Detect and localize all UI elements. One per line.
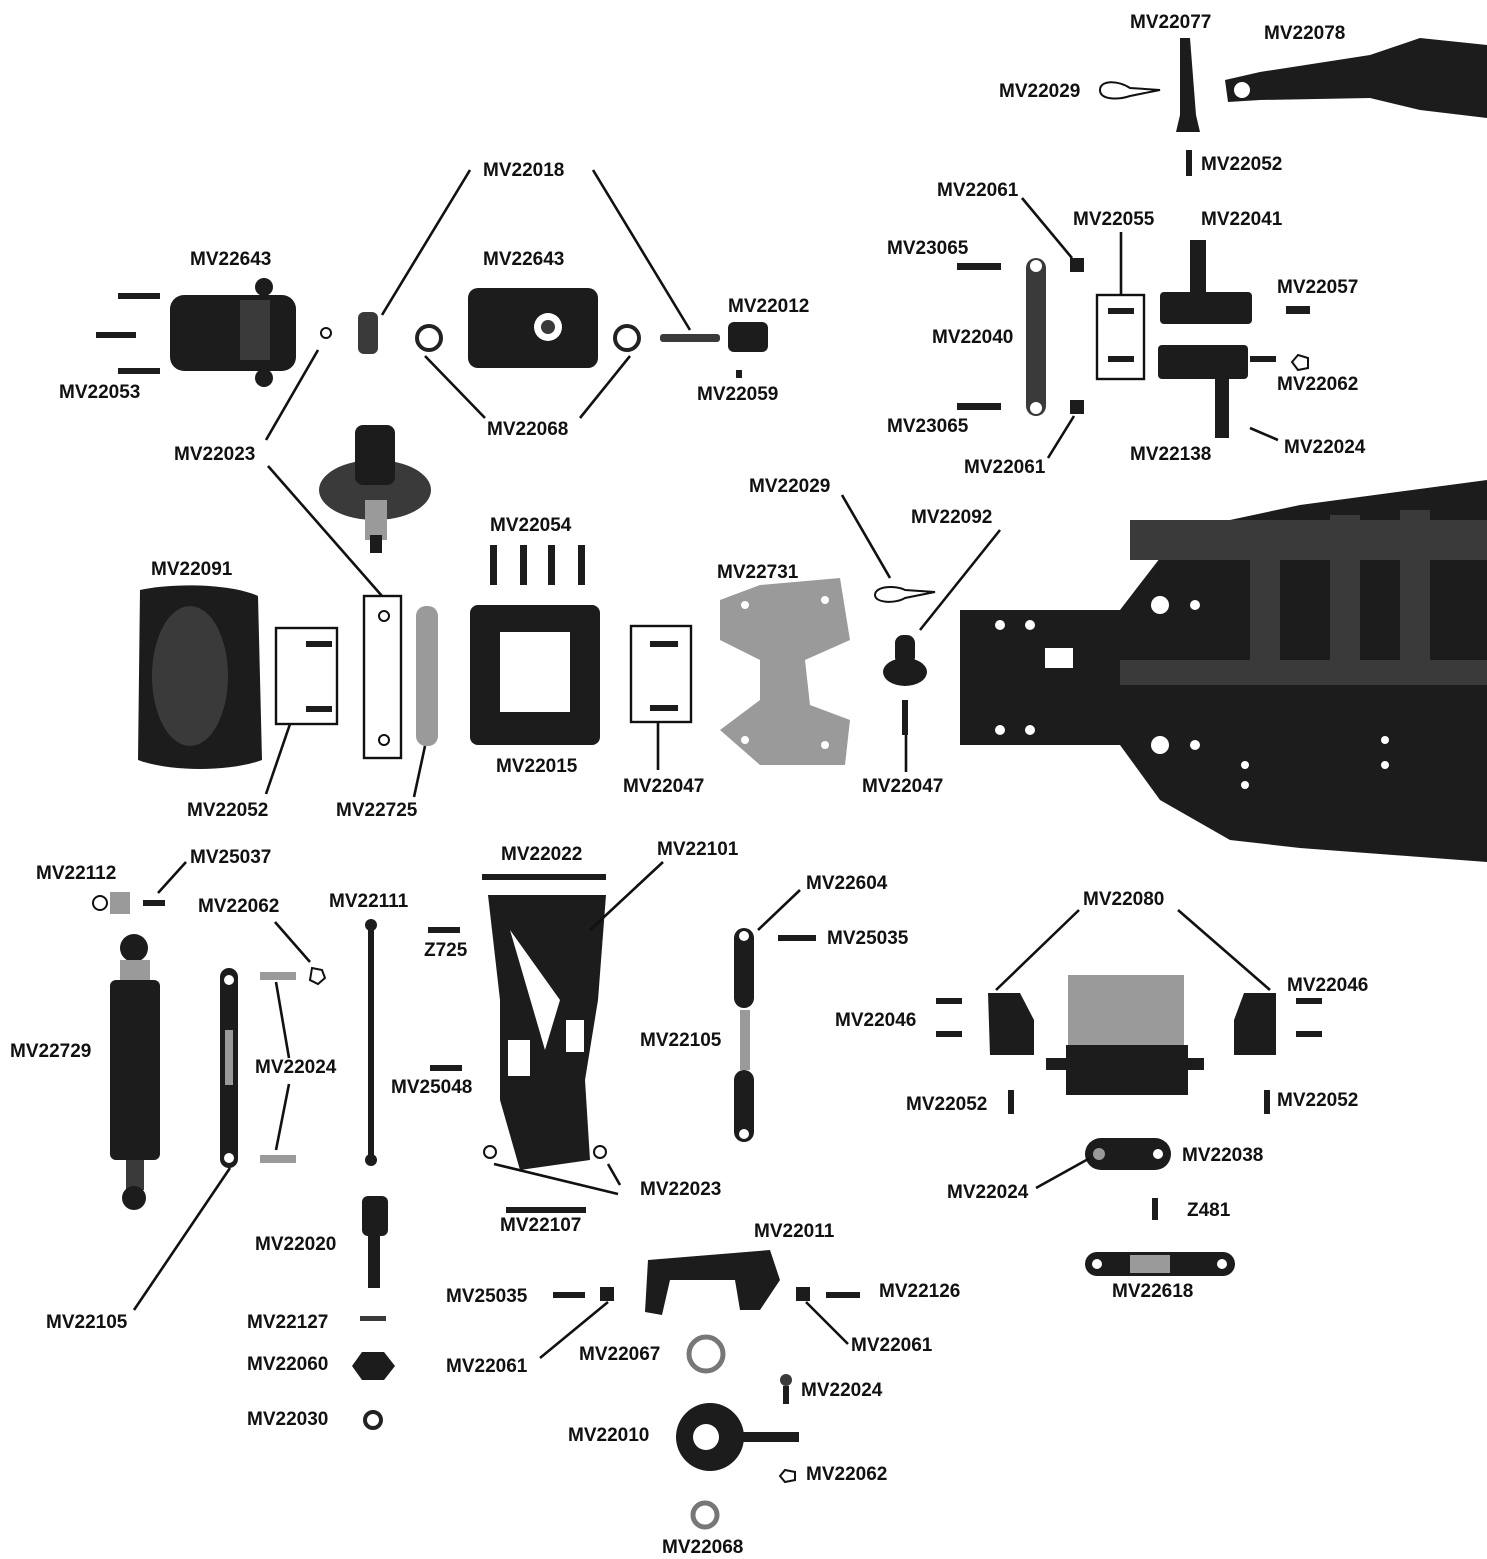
lower-arm-part (428, 874, 607, 1213)
mv22047-box (629, 624, 693, 724)
label-mv22029-top: MV22029 (999, 81, 1080, 102)
label-mv22052-c: MV22052 (906, 1094, 987, 1115)
label-mv22105-a: MV22105 (640, 1030, 722, 1051)
label-mv22038: MV22038 (1182, 1145, 1263, 1166)
label-mv22029-b: MV22029 (749, 476, 830, 497)
label-mv22604: MV22604 (806, 873, 888, 894)
label-mv22077: MV22077 (1130, 12, 1211, 33)
servo-part (936, 975, 1322, 1276)
label-mv22061-a: MV22061 (937, 180, 1019, 201)
label-mv22046-a: MV22046 (1287, 975, 1368, 996)
gearbox-part (96, 278, 768, 387)
label-mv22018: MV22018 (483, 160, 564, 181)
brace-part (1098, 38, 1487, 176)
label-mv22127: MV22127 (247, 1312, 328, 1333)
label-mv22138: MV22138 (1130, 444, 1211, 465)
label-mv22105-b: MV22105 (46, 1312, 128, 1333)
bumper-part (138, 585, 438, 769)
label-mv22731: MV22731 (717, 562, 799, 583)
differential-part (319, 425, 431, 553)
label-mv22015: MV22015 (496, 756, 578, 777)
label-mv22078: MV22078 (1264, 23, 1345, 44)
label-mv25048: MV25048 (391, 1077, 472, 1098)
label-mv22023-a: MV22023 (174, 444, 255, 465)
label-mv22062-b: MV22062 (198, 896, 279, 917)
label-mv22067: MV22067 (579, 1344, 660, 1365)
label-mv22107: MV22107 (500, 1215, 581, 1236)
leader-lines (132, 169, 1279, 1360)
label-mv22057: MV22057 (1277, 277, 1358, 298)
label-mv22068-a: MV22068 (487, 419, 568, 440)
label-mv22061-d: MV22061 (446, 1356, 528, 1377)
label-mv22061-c: MV22061 (851, 1335, 933, 1356)
hub-part (553, 1250, 860, 1530)
label-mv22643-b: MV22643 (483, 249, 564, 270)
label-mv22010: MV22010 (568, 1425, 649, 1446)
label-mv22059: MV22059 (697, 384, 778, 405)
label-mv22080: MV22080 (1083, 889, 1164, 910)
label-mv22022: MV22022 (501, 844, 582, 865)
label-mv22024-b: MV22024 (255, 1057, 337, 1078)
label-mv25035-b: MV25035 (446, 1286, 528, 1307)
steering-part (957, 240, 1310, 438)
label-mv22068-b: MV22068 (662, 1537, 743, 1558)
label-mv22020: MV22020 (255, 1234, 336, 1255)
label-mv22024-a: MV22024 (1284, 437, 1366, 458)
bulkhead-part (470, 545, 678, 745)
label-mv22643-a: MV22643 (190, 249, 271, 270)
label-mv22101: MV22101 (657, 839, 739, 860)
label-mv22091: MV22091 (151, 559, 233, 580)
label-mv22061-b: MV22061 (964, 457, 1046, 478)
label-mv22060: MV22060 (247, 1354, 328, 1375)
label-mv22024-c: MV22024 (947, 1182, 1029, 1203)
mv22023-box (362, 594, 403, 760)
label-mv22053: MV22053 (59, 382, 140, 403)
label-mv22111: MV22111 (329, 891, 409, 912)
label-mv22062-a: MV22062 (1277, 374, 1358, 395)
label-mv22618: MV22618 (1112, 1281, 1193, 1302)
label-mv22047-b: MV22047 (862, 776, 943, 797)
label-mv22047-a: MV22047 (623, 776, 704, 797)
label-mv22012: MV22012 (728, 296, 809, 317)
label-mv25037: MV25037 (190, 847, 271, 868)
parts-illustration (92, 38, 1487, 1530)
mv22052-box (274, 626, 339, 726)
label-mv23065-a: MV23065 (887, 238, 969, 259)
label-mv22024-d: MV22024 (801, 1380, 883, 1401)
label-mv22046-b: MV22046 (835, 1010, 916, 1031)
label-mv22030: MV22030 (247, 1409, 328, 1430)
label-mv22062-c: MV22062 (806, 1464, 887, 1485)
label-mv22052-top: MV22052 (1201, 154, 1282, 175)
driveshaft-part (352, 919, 395, 1430)
label-mv22054: MV22054 (490, 515, 572, 536)
label-mv22040: MV22040 (932, 327, 1013, 348)
label-mv25035-a: MV25035 (827, 928, 909, 949)
label-mv22729: MV22729 (10, 1041, 91, 1062)
label-z725: Z725 (424, 940, 468, 961)
part-labels: MV22077 MV22078 MV22029 MV22052 MV22061 … (10, 12, 1368, 1558)
shock-tower-part (720, 578, 936, 765)
label-mv23065-b: MV23065 (887, 416, 969, 437)
linkage-part (734, 928, 816, 1142)
label-mv22112: MV22112 (36, 863, 116, 884)
label-mv22052-b: MV22052 (187, 800, 268, 821)
label-mv22055: MV22055 (1073, 209, 1155, 230)
label-mv22041: MV22041 (1201, 209, 1283, 230)
label-z481: Z481 (1187, 1200, 1231, 1221)
label-mv22126: MV22126 (879, 1281, 960, 1302)
label-mv22092: MV22092 (911, 507, 992, 528)
label-mv22023-b: MV22023 (640, 1179, 721, 1200)
label-mv22052-d: MV22052 (1277, 1090, 1358, 1111)
mv22055-box (1095, 293, 1146, 381)
chassis-part (960, 480, 1487, 862)
label-mv22725: MV22725 (336, 800, 418, 821)
label-mv22011: MV22011 (754, 1221, 835, 1242)
shock-part (92, 892, 327, 1210)
